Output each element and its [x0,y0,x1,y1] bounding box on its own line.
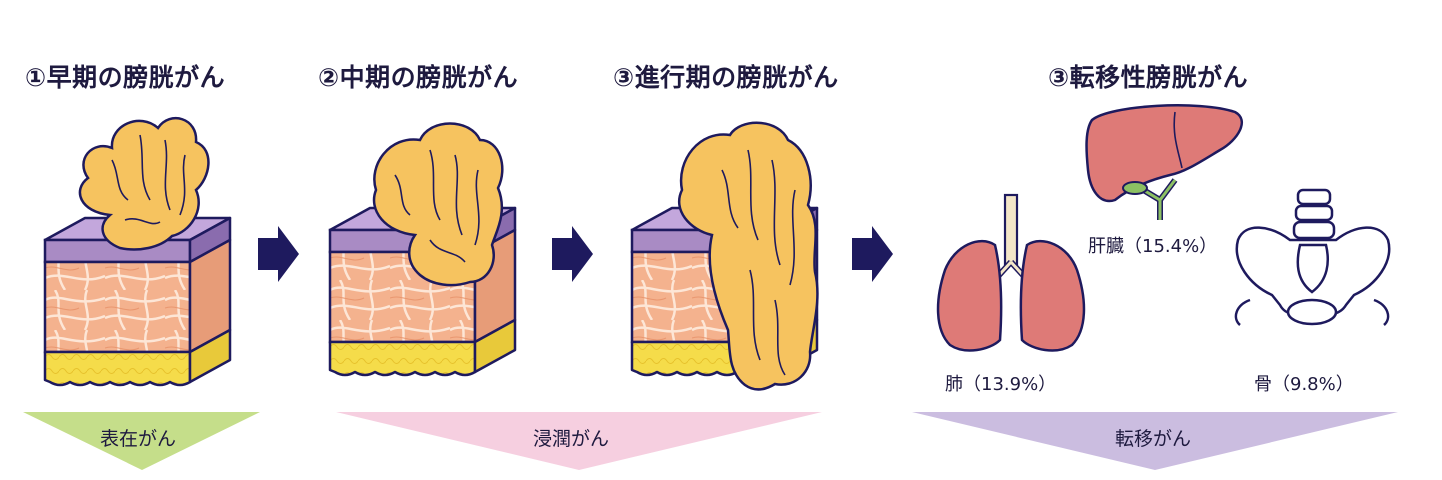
stage-2-tumor [372,122,504,287]
superficial-label: 表在がん [100,428,177,450]
arrow-2 [552,226,593,282]
stage-2-title: ②中期の膀胱がん [318,63,519,92]
lung-icon [936,193,1086,352]
stage-3-title: ③進行期の膀胱がん [613,63,839,92]
invasive-band [336,412,822,470]
liver-icon [1085,104,1243,220]
stage-1-title: ①早期の膀胱がん [25,63,226,92]
arrow-1 [258,226,299,282]
stage-1-tumor [78,117,210,251]
bone-icon [1234,188,1391,326]
lung-label: 肺（13.9%） [945,374,1057,395]
arrow-3 [852,226,893,282]
stage-4-title: ③転移性膀胱がん [1048,63,1249,92]
stage-3-tumor [677,121,819,391]
bone-label: 骨（9.8%） [1254,374,1354,395]
superficial-band [23,412,260,470]
metastatic-band [912,412,1398,470]
metastatic-label: 転移がん [1115,428,1192,450]
invasive-label: 浸潤がん [533,428,610,450]
liver-label: 肝臓（15.4%） [1088,236,1218,257]
